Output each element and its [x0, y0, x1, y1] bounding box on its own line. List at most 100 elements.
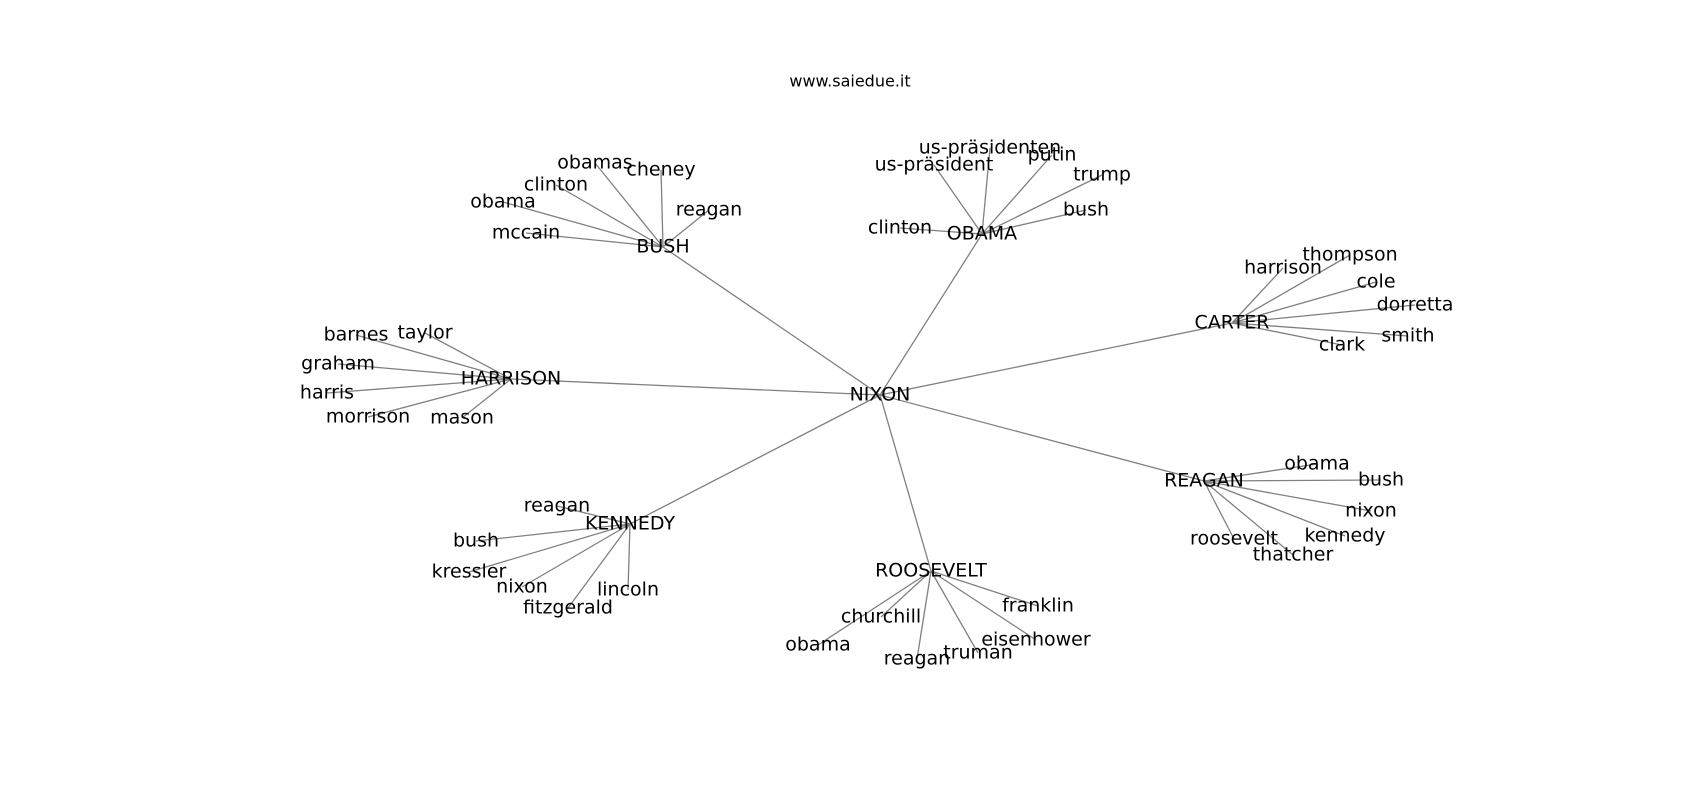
hub-node-carter: CARTER: [1195, 312, 1270, 334]
leaf-node-harrison-harris: harris: [300, 382, 354, 404]
leaf-node-harrison-graham: graham: [301, 353, 375, 375]
leaf-node-bush-cheney: cheney: [626, 159, 695, 181]
edge-obama-trump: [981, 174, 1103, 235]
edge-obama-clinton: [899, 227, 983, 235]
leaf-node-reagan-kennedy: kennedy: [1304, 525, 1385, 547]
hub-node-reagan: REAGAN: [1164, 470, 1244, 492]
edge-roosevelt-truman: [930, 570, 979, 654]
leaf-node-harrison-mason: mason: [430, 407, 494, 429]
edge-roosevelt-franklin: [930, 570, 1039, 607]
leaf-node-bush-obamas: obamas: [557, 152, 632, 174]
edge-roosevelt-churchill: [880, 570, 932, 618]
edge-kennedy-kressler: [468, 523, 631, 573]
leaf-node-carter-thompson: thompson: [1302, 244, 1397, 266]
edge-nixon-obama: [879, 233, 983, 396]
leaf-node-obama-putin: putin: [1028, 144, 1077, 166]
edge-nixon-roosevelt: [879, 394, 932, 572]
edge-harrison-graham: [337, 363, 512, 380]
leaf-node-roosevelt-eisenhower: eisenhower: [981, 629, 1090, 651]
hub-node-roosevelt: ROOSEVELT: [875, 560, 987, 582]
edge-carter-smith: [1231, 322, 1409, 337]
leaf-node-obama-trump: trump: [1073, 164, 1131, 186]
leaf-node-obama-clinton: clinton: [868, 217, 932, 239]
leaf-node-obama-us-pr-sidenten: us-präsidenten: [919, 137, 1061, 159]
edge-carter-clark: [1231, 322, 1343, 346]
leaf-node-carter-smith: smith: [1381, 325, 1434, 347]
leaf-node-roosevelt-reagan: reagan: [884, 648, 950, 670]
edge-reagan-roosevelt: [1203, 480, 1235, 540]
edge-harrison-harris: [326, 378, 512, 394]
leaf-node-harrison-barnes: barnes: [324, 324, 389, 346]
center-node-nixon: NIXON: [850, 384, 911, 406]
leaf-node-kennedy-kressler: kressler: [432, 561, 507, 583]
leaf-node-roosevelt-churchill: churchill: [841, 606, 921, 628]
leaf-node-kennedy-nixon: nixon: [496, 576, 548, 598]
edge-kennedy-reagan: [556, 505, 631, 525]
edge-carter-cole: [1231, 281, 1377, 324]
leaf-node-carter-dorretta: dorretta: [1377, 294, 1454, 316]
leaf-node-reagan-obama: obama: [1284, 453, 1349, 475]
edge-nixon-reagan: [879, 394, 1205, 482]
leaf-node-bush-mccain: mccain: [492, 222, 560, 244]
leaf-node-reagan-nixon: nixon: [1345, 500, 1397, 522]
edge-kennedy-nixon: [521, 523, 631, 588]
edge-carter-harrison: [1231, 267, 1284, 324]
hub-node-harrison: HARRISON: [461, 368, 562, 390]
edge-bush-obama: [502, 201, 664, 248]
edge-bush-clinton: [555, 184, 664, 248]
edge-nixon-kennedy: [629, 394, 881, 525]
edge-reagan-obama: [1203, 463, 1318, 482]
edge-bush-cheney: [660, 169, 664, 248]
edge-obama-us-pr-sident: [933, 164, 983, 235]
leaf-node-bush-obama: obama: [470, 191, 535, 213]
leaf-node-obama-us-pr-sident: us-präsident: [875, 154, 994, 176]
edge-harrison-barnes: [355, 334, 512, 380]
leaf-node-obama-bush: bush: [1063, 199, 1109, 221]
edge-carter-dorretta: [1231, 304, 1416, 324]
leaf-node-carter-harrison: harrison: [1244, 257, 1322, 279]
leaf-node-reagan-thatcher: thatcher: [1253, 544, 1334, 566]
edge-kennedy-fitzgerald: [567, 523, 631, 609]
edge-obama-us-pr-sidenten: [981, 147, 991, 235]
edge-bush-reagan: [662, 209, 710, 248]
edge-reagan-nixon: [1203, 480, 1372, 512]
leaf-node-harrison-taylor: taylor: [397, 322, 452, 344]
hub-node-bush: BUSH: [636, 236, 689, 258]
leaf-node-bush-reagan: reagan: [676, 199, 742, 221]
leaf-node-carter-cole: cole: [1356, 271, 1395, 293]
leaf-node-kennedy-reagan: reagan: [524, 495, 590, 517]
edge-bush-mccain: [525, 232, 664, 248]
leaf-node-roosevelt-franklin: franklin: [1002, 595, 1074, 617]
leaf-node-reagan-bush: bush: [1358, 469, 1404, 491]
edge-reagan-kennedy: [1203, 480, 1346, 537]
hub-node-kennedy: KENNEDY: [585, 513, 675, 535]
edge-obama-putin: [981, 154, 1053, 235]
leaf-node-harrison-morrison: morrison: [326, 406, 410, 428]
edge-carter-thompson: [1231, 254, 1351, 324]
edge-kennedy-lincoln: [627, 523, 631, 591]
leaf-node-roosevelt-obama: obama: [785, 634, 850, 656]
leaf-node-kennedy-lincoln: lincoln: [597, 579, 659, 601]
site-title: www.saiedue.it: [789, 72, 910, 91]
edge-nixon-harrison: [510, 378, 881, 396]
edge-nixon-carter: [879, 322, 1233, 396]
edge-reagan-thatcher: [1203, 480, 1294, 556]
edge-nixon-bush: [662, 246, 881, 396]
leaf-node-bush-clinton: clinton: [524, 174, 588, 196]
edge-roosevelt-reagan: [916, 570, 932, 660]
leaf-node-roosevelt-truman: truman: [943, 642, 1013, 664]
edge-reagan-bush: [1203, 479, 1382, 482]
edge-roosevelt-eisenhower: [930, 570, 1037, 641]
edges-layer: [326, 147, 1416, 660]
edge-harrison-mason: [461, 378, 512, 419]
edge-bush-obamas: [594, 162, 664, 248]
edge-roosevelt-obama: [817, 570, 932, 646]
hub-node-obama: OBAMA: [947, 223, 1017, 245]
edge-harrison-morrison: [367, 378, 512, 418]
leaf-node-kennedy-bush: bush: [453, 530, 499, 552]
edge-obama-bush: [981, 209, 1087, 235]
edge-harrison-taylor: [424, 332, 512, 380]
leaf-node-reagan-roosevelt: roosevelt: [1190, 528, 1278, 550]
